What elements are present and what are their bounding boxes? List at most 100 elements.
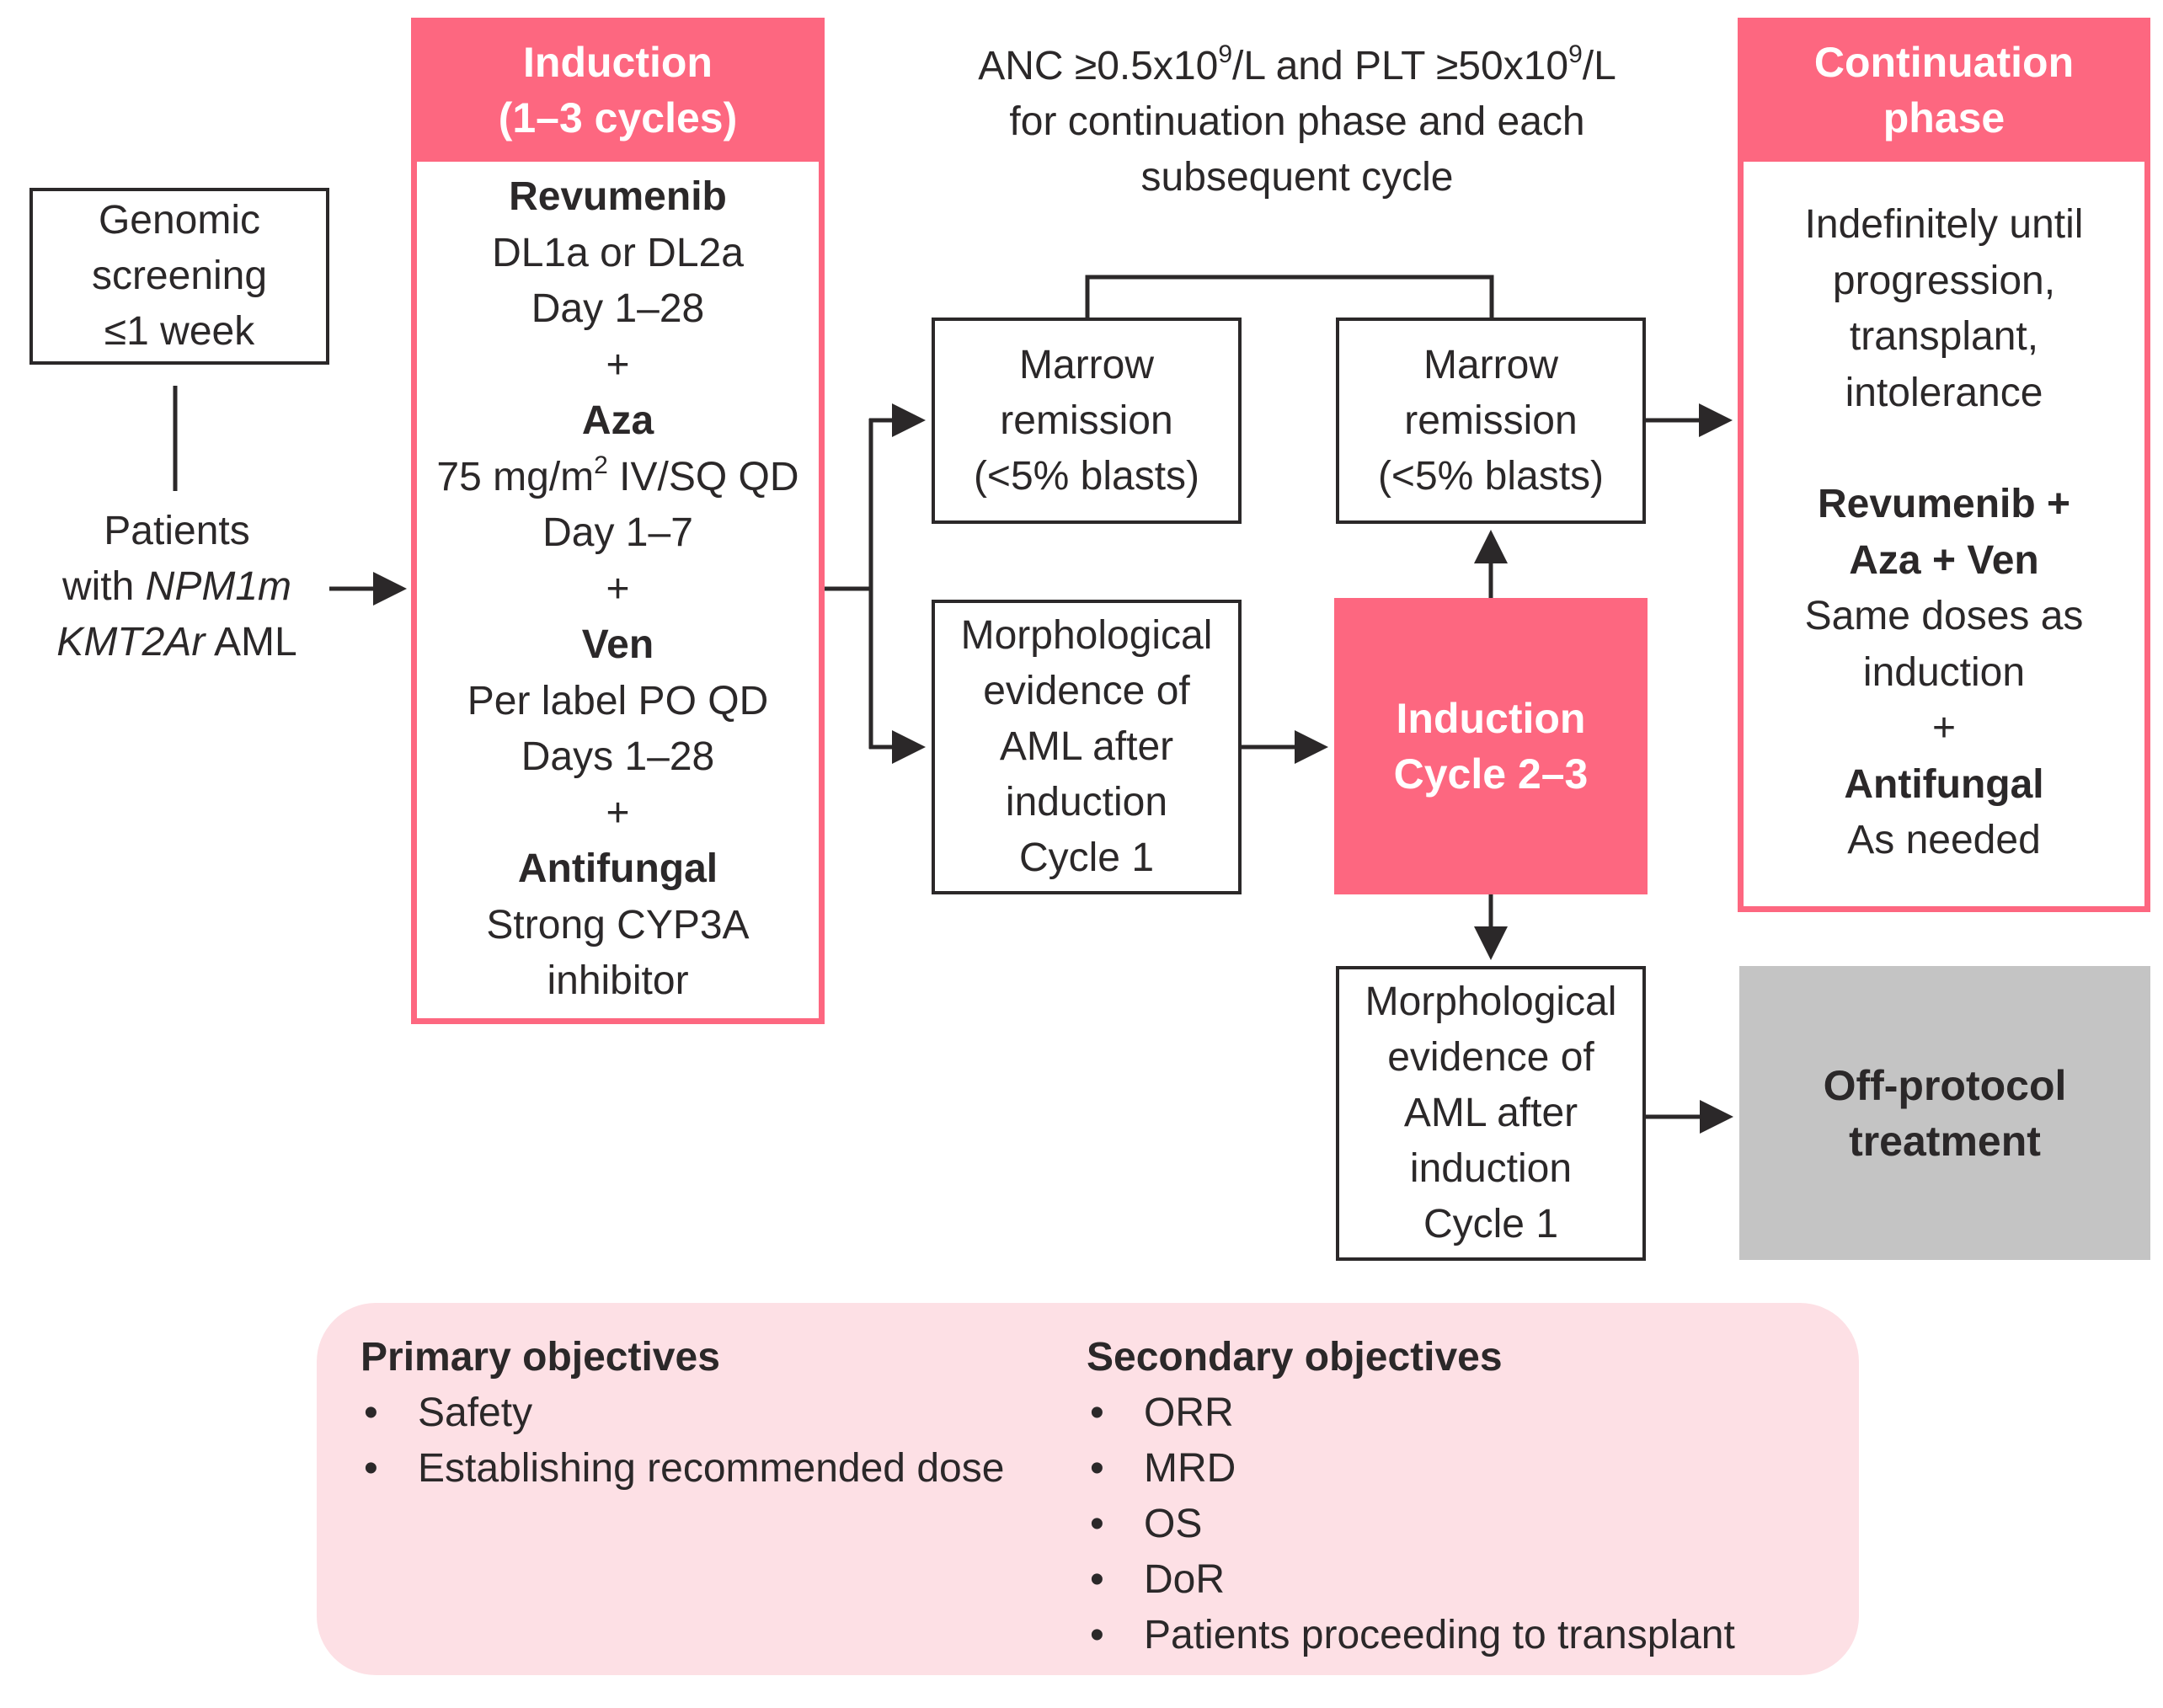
objective-text: Safety (418, 1390, 533, 1435)
patients-line-1: Patients (104, 509, 250, 553)
morph-line: Morphological (1365, 979, 1617, 1024)
plus-sign: + (606, 342, 630, 387)
objective-text: Establishing recommended dose (418, 1446, 1005, 1491)
genomic-screening-box: Genomic screening ≤1 week (29, 188, 329, 365)
revumenib-dose: DL1a or DL2a (492, 230, 744, 275)
continuation-combo-line: Revumenib + (1817, 482, 2071, 526)
morph-line: induction (1409, 1146, 1573, 1191)
kmt2ar-gene: KMT2Ar (56, 620, 206, 665)
aza-dose-route: IV/SQ QD (607, 454, 799, 499)
morph-line: evidence of (1387, 1035, 1594, 1080)
secondary-objectives-title: Secondary objectives (1087, 1335, 1503, 1380)
off-protocol-box: Off-protocol treatment (1739, 966, 2150, 1260)
objective-item: • ORR (1087, 1385, 1845, 1441)
criteria-line-3: subsequent cycle (1140, 155, 1454, 200)
drug-revumenib: Revumenib (509, 174, 727, 219)
bullet-icon: • (1090, 1390, 1104, 1435)
morphological-evidence-box-1: Morphological evidence of AML after indu… (932, 600, 1242, 894)
bullet-icon: • (364, 1390, 378, 1435)
continuation-dose-line: Same doses as (1804, 594, 2084, 638)
objective-item: • Safety (360, 1385, 1051, 1441)
plt-exponent: 9 (1568, 40, 1583, 68)
continuation-body: Indefinitely until progression, transpla… (1744, 197, 2144, 869)
morph-line: evidence of (983, 669, 1190, 713)
screening-line: ≤1 week (104, 309, 255, 354)
off-protocol-line: Off-protocol (1823, 1061, 2067, 1109)
marrow-line: Marrow (1423, 342, 1558, 387)
continuation-title: Continuation (1813, 38, 2075, 86)
marrow-line: (<5% blasts) (1377, 453, 1605, 499)
morph-line: AML after (999, 724, 1174, 769)
continuation-dose-line: induction (1862, 649, 2026, 695)
continuation-combo-line: Aza + Ven (1849, 537, 2039, 583)
screening-line: screening (91, 254, 268, 298)
morph-line: Cycle 1 (1018, 835, 1155, 880)
plus-sign: + (606, 790, 630, 835)
objective-item: • MRD (1087, 1441, 1845, 1497)
anc-exponent: 9 (1218, 40, 1233, 68)
marrow-line: Marrow (1018, 342, 1154, 387)
marrow-remission-box-1: Marrow remission (<5% blasts) (932, 318, 1242, 524)
objective-text: OS (1144, 1502, 1203, 1546)
objective-item: •OS (1087, 1497, 1845, 1552)
induction-cycle-2-3-box: Induction Cycle 2–3 (1334, 598, 1648, 894)
aml-text: AML (205, 620, 297, 665)
continuation-header: Continuation phase (1738, 18, 2150, 162)
marrow-line: remission (1000, 398, 1173, 443)
ven-schedule: Days 1–28 (521, 734, 715, 779)
induction-title: Induction (523, 38, 713, 86)
induction-cycles: (1–3 cycles) (498, 93, 738, 141)
bullet-icon: • (1090, 1557, 1104, 1602)
off-protocol-line: treatment (1849, 1117, 2041, 1165)
antifungal-detail: Strong CYP3A (486, 902, 750, 947)
continuation-intro-line: transplant, (1849, 314, 2039, 359)
continuation-intro-line: progression, (1832, 258, 2056, 303)
anc-threshold: ANC ≥0.5x10 (978, 44, 1219, 88)
patients-label: Patients with NPM1m KMT2Ar AML (17, 504, 337, 670)
aza-dose-superscript: 2 (594, 451, 608, 479)
antifungal-detail: inhibitor (547, 958, 689, 1003)
objective-text: MRD (1144, 1446, 1236, 1491)
continuation-intro-line: Indefinitely until (1804, 202, 2084, 247)
objectives-panel: Primary objectives • Safety • Establishing… (317, 1303, 1859, 1675)
bullet-icon: • (1090, 1613, 1104, 1657)
morphological-evidence-box-2: Morphological evidence of AML after indu… (1336, 966, 1646, 1261)
revumenib-schedule: Day 1–28 (531, 286, 705, 331)
marrow-line: remission (1404, 398, 1578, 443)
aza-schedule: Day 1–7 (542, 510, 693, 555)
bullet-icon: • (364, 1446, 378, 1491)
ven-dose: Per label PO QD (467, 678, 769, 723)
objective-text: DoR (1144, 1557, 1226, 1602)
objective-item: • DoR (1087, 1552, 1845, 1608)
induction-header: Induction (1–3 cycles) (411, 18, 825, 162)
objective-text: Patients proceeding to transplant (1144, 1613, 1735, 1657)
npm1m-gene: NPM1m (145, 564, 292, 609)
plus-sign: + (606, 566, 630, 611)
plt-unit: /L (1582, 44, 1616, 88)
objective-item: • Establishing recommended dose (360, 1441, 1051, 1497)
drug-antifungal: Antifungal (517, 846, 718, 891)
continuation-antifungal: Antifungal (1844, 761, 2044, 807)
aza-dose: 75 mg/m2 IV/SQ QD (436, 450, 798, 506)
primary-objectives: Primary objectives • Safety • Establishing… (360, 1330, 1051, 1497)
primary-objectives-title: Primary objectives (360, 1335, 720, 1380)
plus-sign: + (1931, 706, 1957, 750)
patients-line-2: with NPM1m (62, 559, 291, 615)
cycle-title: Induction (1396, 695, 1586, 742)
screening-line: Genomic (98, 198, 261, 243)
morph-line: AML after (1403, 1091, 1578, 1135)
objective-text: ORR (1144, 1390, 1234, 1435)
induction-body: Revumenib DL1a or DL2a Day 1–28 + Aza 75… (417, 169, 819, 1010)
marrow-remission-box-2: Marrow remission (<5% blasts) (1336, 318, 1646, 524)
aza-dose-value: 75 mg/m (436, 454, 595, 499)
marrow-bracket-line (1085, 275, 1494, 318)
patients-line-3: KMT2Ar AML (56, 615, 296, 670)
bullet-icon: • (1090, 1446, 1104, 1491)
continuation-intro-line: intolerance (1845, 370, 2043, 415)
criteria-line-2: for continuation phase and each (1009, 99, 1585, 144)
secondary-objectives: Secondary objectives •ORR •MRD •OS •DoR … (1087, 1330, 1845, 1663)
morph-line: Morphological (960, 613, 1213, 658)
criteria-line-1: ANC ≥0.5x109/L and PLT ≥50x109/L (978, 39, 1616, 94)
continuation-antifungal-detail: As needed (1847, 818, 2041, 862)
